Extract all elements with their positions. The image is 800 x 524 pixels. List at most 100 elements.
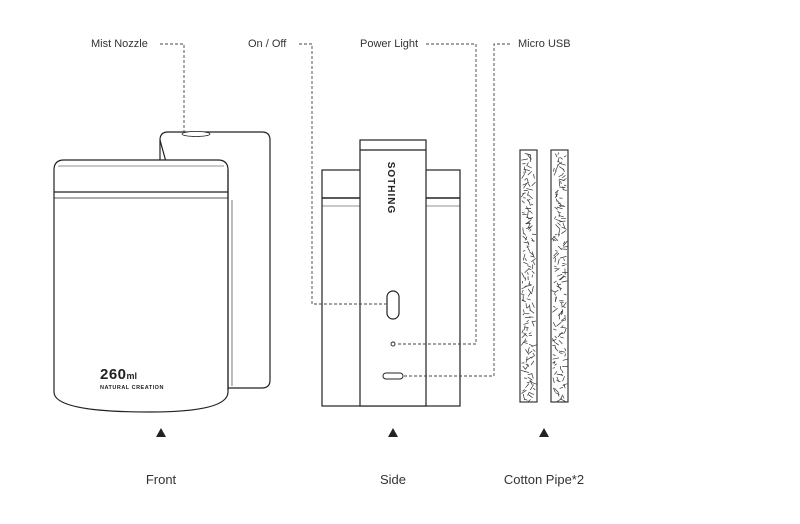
cotton-fiber-stroke xyxy=(527,183,531,187)
cotton-fiber-stroke xyxy=(526,298,531,301)
cotton-fiber-stroke xyxy=(531,302,535,308)
callout-mist-nozzle: Mist Nozzle xyxy=(91,38,148,50)
cotton-fiber-stroke xyxy=(520,192,525,198)
cotton-fiber-stroke xyxy=(555,224,561,230)
cotton-fiber-stroke xyxy=(553,255,557,259)
cotton-fiber-stroke xyxy=(523,322,529,325)
cotton-fiber-stroke xyxy=(522,249,526,252)
cotton-fiber-stroke xyxy=(526,319,529,323)
cotton-fiber-stroke xyxy=(554,268,560,272)
caption-cotton-pipe: Cotton Pipe*2 xyxy=(503,472,585,487)
cotton-fiber-stroke xyxy=(527,211,529,218)
cotton-fiber-stroke xyxy=(562,306,566,308)
cotton-fiber-stroke xyxy=(521,329,524,334)
cotton-fiber-stroke xyxy=(559,336,564,339)
cotton-fiber-stroke xyxy=(563,383,568,386)
cotton-fiber-stroke xyxy=(558,276,564,281)
leader-on-off xyxy=(299,43,386,305)
cotton-fiber-stroke xyxy=(527,283,532,286)
cotton-fiber-stroke xyxy=(527,288,533,295)
front-main-body xyxy=(53,159,229,413)
cotton-fiber-stroke xyxy=(556,379,561,383)
cotton-fiber-stroke xyxy=(556,252,560,256)
cotton-fiber-stroke xyxy=(556,200,562,206)
leader-lines xyxy=(160,43,510,377)
cotton-fiber-stroke xyxy=(522,213,528,216)
cotton-fiber-stroke xyxy=(563,384,566,389)
cotton-fiber-stroke xyxy=(552,167,555,172)
cotton-fiber-stroke xyxy=(522,212,525,214)
cotton-fiber-stroke xyxy=(554,153,558,158)
capacity-tagline: NATURAL CREATION xyxy=(100,385,164,391)
cotton-fiber-stroke xyxy=(553,251,558,257)
cotton-fiber-stroke xyxy=(525,356,528,363)
micro-usb-port xyxy=(382,372,404,380)
cotton-fiber-stroke xyxy=(527,194,533,200)
cotton-fiber-stroke xyxy=(554,296,558,303)
cotton-fiber-stroke xyxy=(527,399,531,403)
cotton-fiber-stroke xyxy=(521,200,525,204)
callout-on-off: On / Off xyxy=(248,38,287,50)
cotton-fiber-stroke xyxy=(559,220,566,223)
cotton-fiber-stroke xyxy=(527,265,532,268)
cotton-fiber-stroke xyxy=(527,248,531,252)
cotton-fiber-stroke xyxy=(529,309,535,314)
cotton-fiber-stroke xyxy=(559,256,567,259)
view-pointers xyxy=(156,428,549,437)
cotton-fiber-stroke xyxy=(557,161,563,166)
cotton-fiber-stroke xyxy=(521,289,524,293)
callout-power-light: Power Light xyxy=(360,38,419,50)
cotton-pipe-1 xyxy=(519,149,538,403)
cotton-fiber-stroke xyxy=(556,206,563,210)
cotton-fiber-stroke xyxy=(521,272,526,279)
cotton-fiber-stroke xyxy=(558,179,561,187)
cotton-fiber-stroke xyxy=(563,155,567,158)
cotton-fiber-stroke xyxy=(558,340,563,345)
cotton-fiber-stroke xyxy=(552,307,558,313)
cotton-fiber-stroke xyxy=(527,363,530,367)
cotton-fiber-stroke xyxy=(560,373,564,377)
cotton-fiber-stroke xyxy=(527,272,529,275)
cotton-fiber-stroke xyxy=(531,240,535,242)
cotton-fiber-stroke xyxy=(522,227,524,235)
cotton-fiber-stroke xyxy=(561,369,564,374)
cotton-fiber-stroke xyxy=(555,250,558,252)
cotton-fiber-stroke xyxy=(563,302,567,307)
cotton-fiber-stroke xyxy=(558,313,560,320)
cotton-fiber-stroke xyxy=(528,350,533,354)
cotton-fiber-stroke xyxy=(525,206,530,213)
capacity-number: 260 xyxy=(100,366,127,383)
callout-micro-usb: Micro USB xyxy=(518,38,571,50)
cotton-fiber-stroke xyxy=(560,180,562,185)
cotton-fiber-stroke xyxy=(525,303,527,308)
cotton-fiber-stroke xyxy=(529,228,532,232)
cotton-fiber-stroke xyxy=(554,346,559,352)
cotton-fiber-stroke xyxy=(557,331,563,338)
cotton-fiber-stroke xyxy=(525,366,528,370)
cotton-fiber-stroke xyxy=(520,340,525,346)
cotton-fiber-stroke xyxy=(526,380,533,384)
cotton-fiber-stroke xyxy=(520,293,525,296)
cotton-fiber-stroke xyxy=(562,241,566,245)
cotton-fiber-stroke xyxy=(561,325,564,328)
cotton-fiber-stroke xyxy=(552,354,556,357)
cotton-fiber-stroke xyxy=(523,309,525,313)
cotton-fiber-stroke xyxy=(526,199,531,204)
front-view xyxy=(53,131,271,413)
cotton-fiber-stroke xyxy=(557,258,560,265)
cotton-fiber-stroke xyxy=(527,373,533,376)
cotton-fiber-stroke xyxy=(564,353,566,357)
cotton-fiber-stroke xyxy=(522,312,525,316)
cotton-fiber-stroke xyxy=(562,178,567,181)
cotton-fiber-stroke xyxy=(525,216,532,220)
cotton-fiber-stroke xyxy=(559,287,562,291)
cotton-fiber-stroke xyxy=(523,233,526,236)
cotton-fiber-stroke xyxy=(531,373,534,379)
cotton-fiber-stroke xyxy=(560,398,567,403)
capacity-label: 260ml xyxy=(100,367,160,383)
cotton-fiber-stroke xyxy=(551,338,556,344)
caption-side: Side xyxy=(379,472,407,487)
cotton-fiber-stroke xyxy=(531,258,536,263)
cotton-fiber-stroke xyxy=(523,241,530,244)
